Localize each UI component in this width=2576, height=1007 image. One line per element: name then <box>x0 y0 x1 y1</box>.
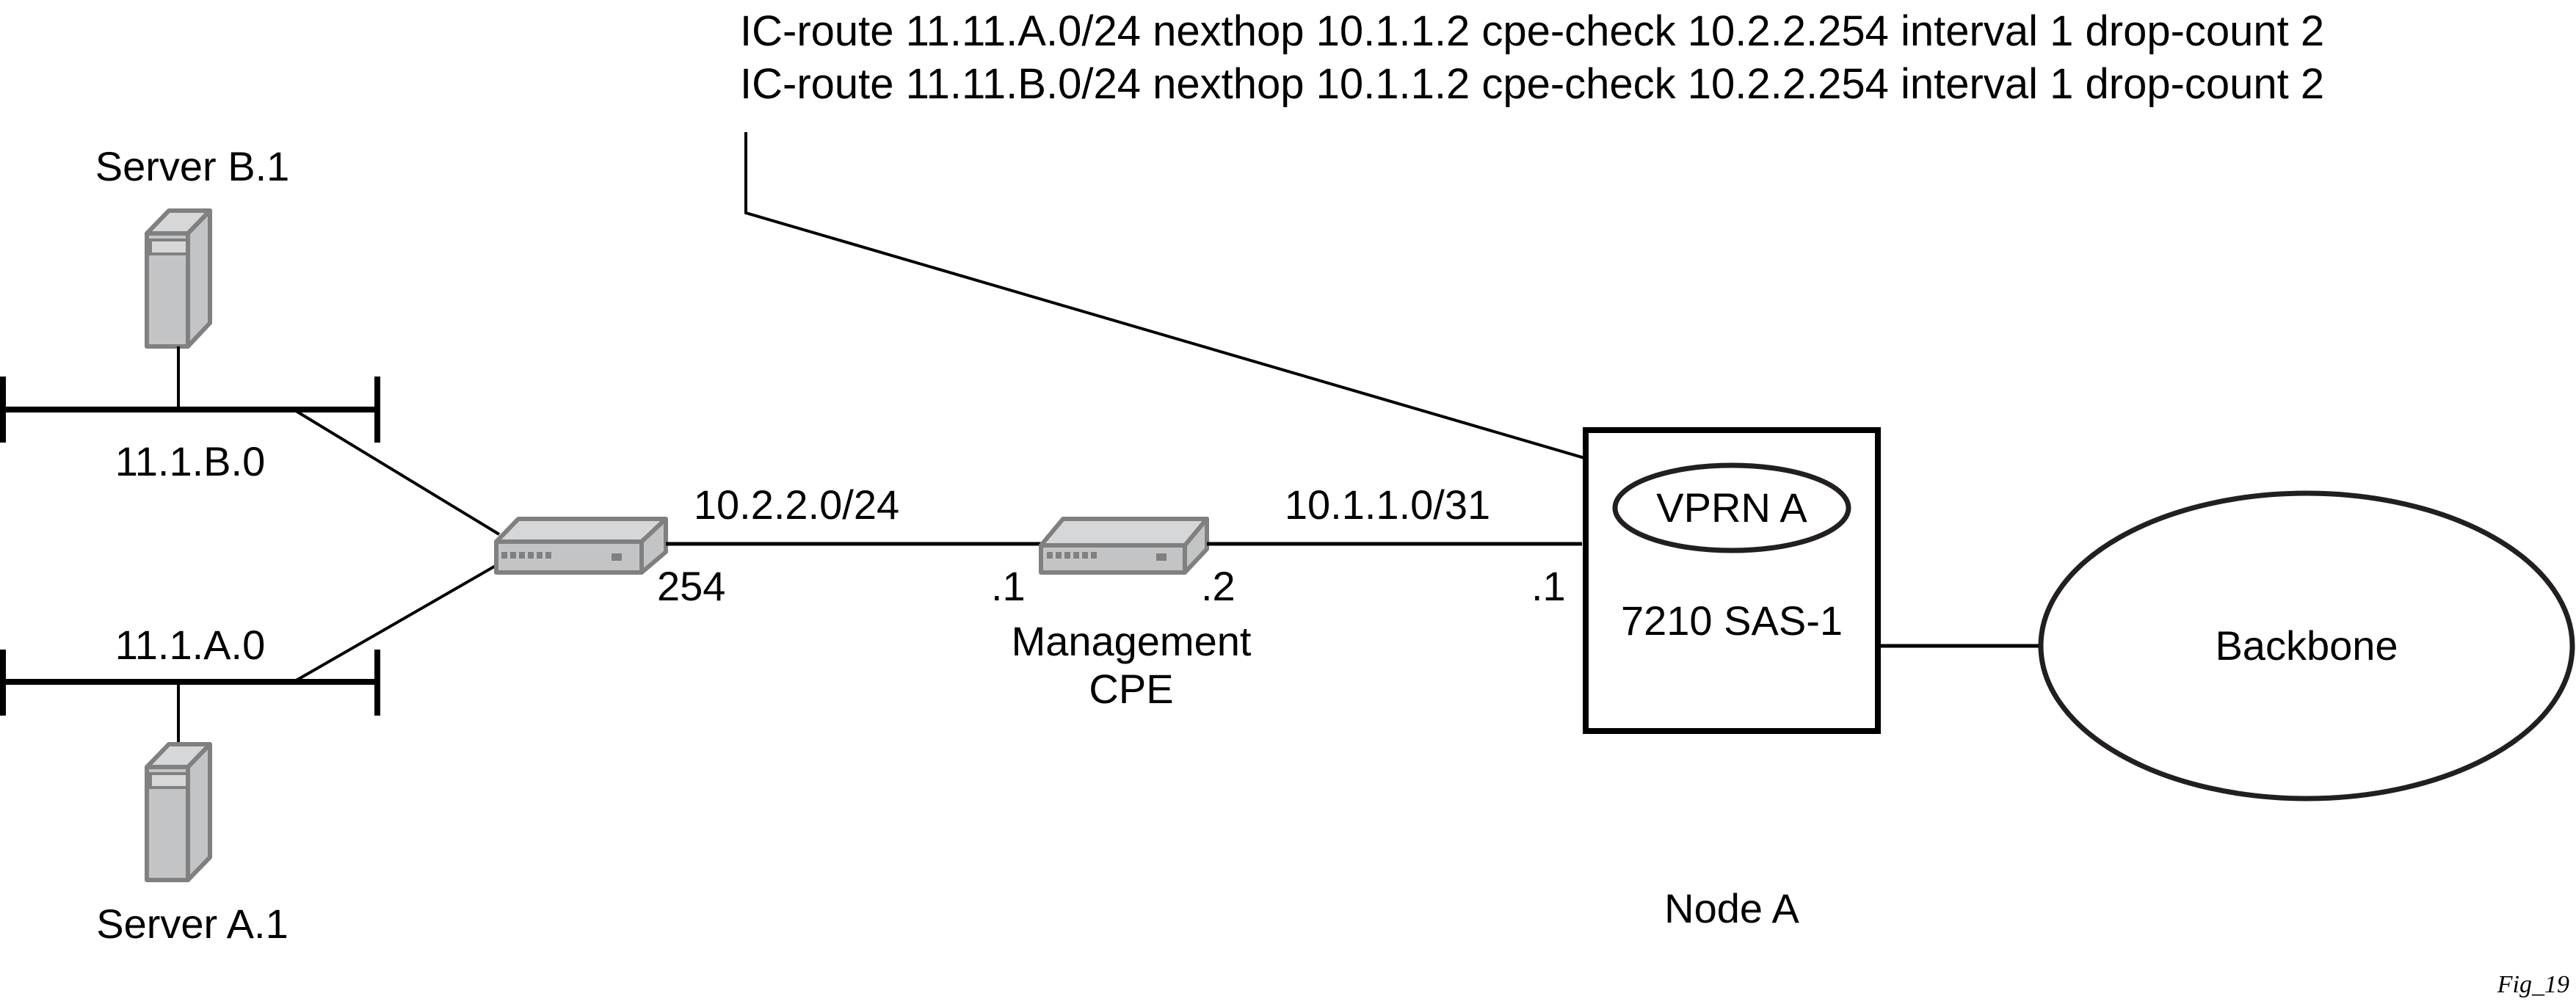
cpe-left-addr-label: .1 <box>991 563 1026 609</box>
annotation-leader-line <box>744 132 1625 471</box>
cpe-right-addr-label: .2 <box>1201 563 1236 609</box>
lan-b-label: 11.1.B.0 <box>115 438 265 484</box>
router-addr-label: 254 <box>657 563 725 609</box>
annotation-line-1: IC-route 11.11.A.0/24 nexthop 10.1.1.2 c… <box>740 7 2324 55</box>
lan-a-label: 11.1.A.0 <box>115 622 265 668</box>
vprn-a-ellipse[interactable] <box>1612 462 1851 553</box>
backbone-ellipse[interactable] <box>2038 490 2575 801</box>
lan-a-segment <box>0 650 380 716</box>
node-name-label: Node A <box>1664 885 1799 931</box>
backbone-label: Backbone <box>2215 622 2398 669</box>
server-a-label: Server A.1 <box>96 901 288 947</box>
vprn-a-label: VPRN A <box>1656 484 1807 531</box>
server-b-label: Server B.1 <box>95 143 290 189</box>
server-b-icon <box>145 208 212 349</box>
lan-b-router-link <box>292 408 501 536</box>
router-icon[interactable] <box>494 517 668 575</box>
wan-link-subnet: 10.1.1.0/31 <box>1285 481 1490 528</box>
server-a-icon <box>145 742 212 882</box>
lan-link-subnet: 10.2.2.0/24 <box>694 481 899 528</box>
lan-a-router-link <box>293 562 500 683</box>
annotation-line-2: IC-route 11.11.B.0/24 nexthop 10.1.1.2 c… <box>740 60 2324 108</box>
cpe-label-line1: Management <box>1012 618 1252 664</box>
cpe-icon[interactable] <box>1039 517 1209 575</box>
node-addr-label: .1 <box>1531 563 1566 609</box>
lan-b-segment <box>0 377 380 443</box>
figure-id: Fig_19 <box>2497 971 2569 998</box>
cpe-label-line2: CPE <box>1089 666 1173 712</box>
node-model-label: 7210 SAS-1 <box>1621 597 1843 644</box>
